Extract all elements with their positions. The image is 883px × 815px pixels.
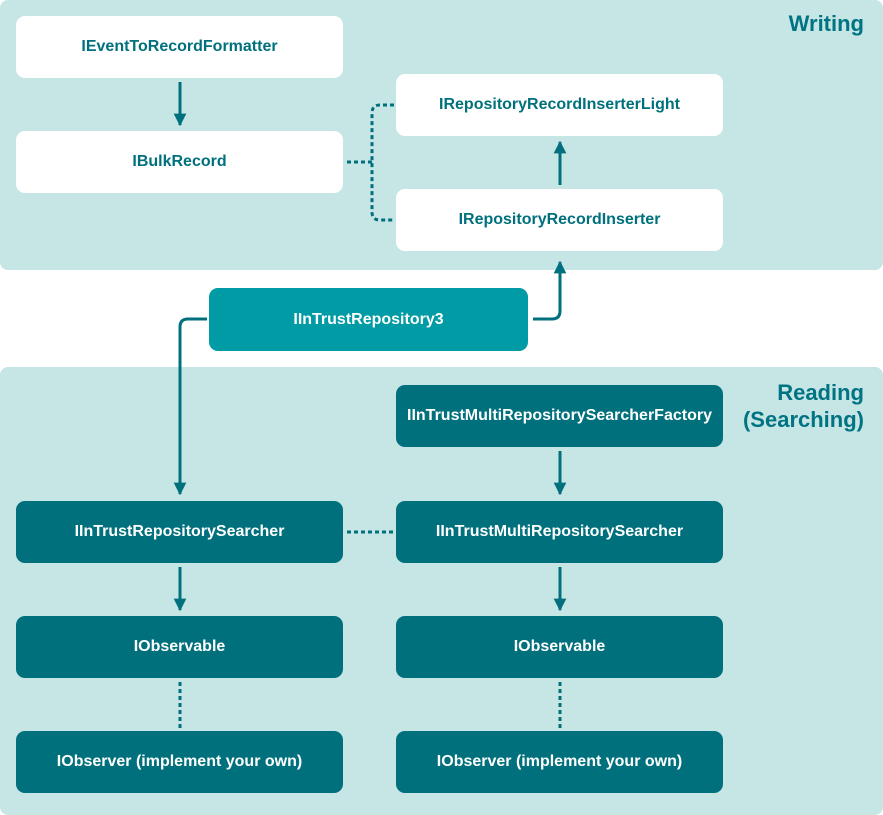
observable-right-box[interactable]: IObservable [396, 616, 723, 678]
intrust-repository3-box[interactable]: IInTrustRepository3 [209, 288, 528, 351]
repository-searcher-box[interactable]: IInTrustRepositorySearcher [16, 501, 343, 563]
multi-repository-searcher-factory-box[interactable]: IInTrustMultiRepositorySearcherFactory [396, 385, 723, 447]
multi-repository-searcher-box[interactable]: IInTrustMultiRepositorySearcher [396, 501, 723, 563]
multi-repository-searcher-label: IInTrustMultiRepositorySearcher [435, 523, 684, 540]
observer-right-label: IObserver (implement your own) [436, 753, 683, 770]
observable-left-label: IObservable [133, 638, 226, 655]
observer-left-box[interactable]: IObserver (implement your own) [16, 731, 343, 793]
repository-record-inserter-box[interactable]: IRepositoryRecordInserter [396, 189, 723, 251]
bulk-record-box[interactable]: IBulkRecord [16, 131, 343, 193]
observer-left-label: IObserver (implement your own) [56, 753, 303, 770]
observer-right-box[interactable]: IObserver (implement your own) [396, 731, 723, 793]
repository-record-inserter-light-box[interactable]: IRepositoryRecordInserterLight [396, 74, 723, 136]
reading-title-line2: (Searching) [742, 407, 864, 432]
bulk-record-label: IBulkRecord [132, 153, 227, 170]
event-to-record-formatter-box[interactable]: IEventToRecordFormatter [16, 16, 343, 78]
arrow-repository-to-inserter [533, 260, 567, 321]
observable-left-box[interactable]: IObservable [16, 616, 343, 678]
repository-record-inserter-light-label: IRepositoryRecordInserterLight [439, 96, 680, 113]
repository-record-inserter-label: IRepositoryRecordInserter [458, 211, 661, 228]
reading-title-line1: Reading [777, 380, 864, 405]
repository-searcher-label: IInTrustRepositorySearcher [74, 523, 285, 540]
multi-repository-searcher-factory-label: IInTrustMultiRepositorySearcherFactory [407, 407, 712, 424]
intrust-repository3-label: IInTrustRepository3 [293, 310, 444, 328]
event-to-record-formatter-label: IEventToRecordFormatter [81, 38, 278, 55]
observable-right-label: IObservable [513, 638, 606, 655]
reading-title: Reading (Searching) [743, 379, 864, 433]
writing-title: Writing [788, 11, 864, 36]
